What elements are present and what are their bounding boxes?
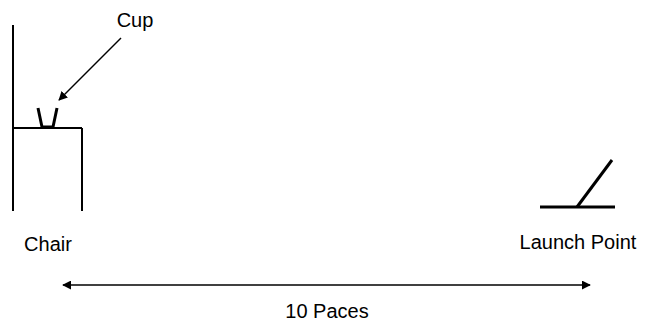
- part-label: Chair: [22, 232, 74, 256]
- dimension-label: 10 Paces: [283, 299, 370, 323]
- launch-ramp: [540, 160, 615, 207]
- cup-leader: [59, 38, 121, 100]
- chair: [13, 25, 82, 211]
- cup: [38, 108, 57, 127]
- part-label: Launch Point: [518, 230, 639, 254]
- callout-label: Cup: [115, 8, 156, 32]
- distance-arrow: [63, 284, 590, 286]
